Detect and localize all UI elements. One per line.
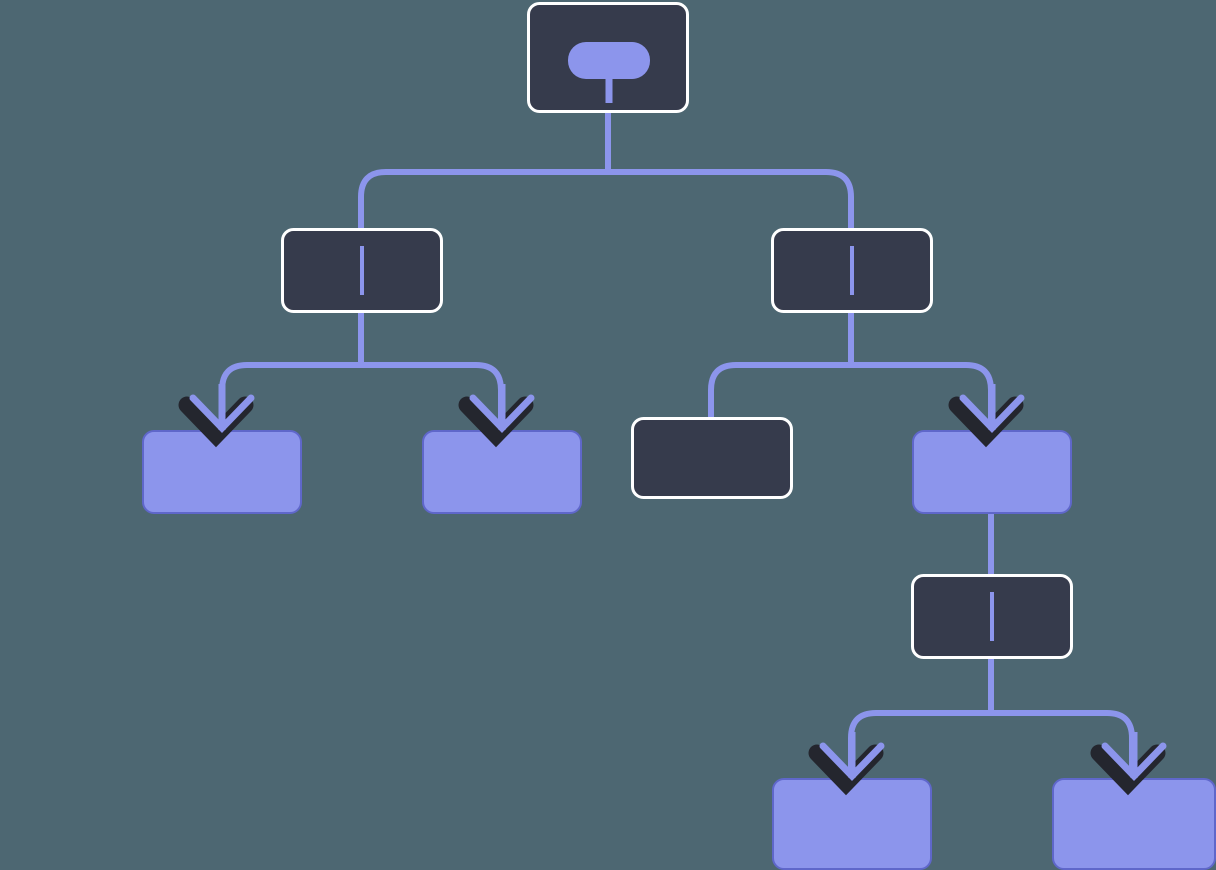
connector-bus-row1 xyxy=(358,169,854,228)
connector-bus-row2-left xyxy=(219,362,504,432)
node-body-purple[interactable] xyxy=(142,430,302,514)
arrow-leaf-3 xyxy=(948,384,1025,448)
node-leaf-2[interactable] xyxy=(422,430,582,514)
node-leaf-1[interactable] xyxy=(142,430,302,514)
connector-bus-row3 xyxy=(848,710,1135,780)
arrow-leaf-2 xyxy=(458,384,535,448)
arrow-leaf-1 xyxy=(178,384,255,448)
arrow-leaf-5 xyxy=(1090,732,1167,796)
node-badge-pill xyxy=(568,42,650,79)
node-layer xyxy=(142,2,1216,870)
node-body-dark[interactable] xyxy=(631,417,793,499)
node-body-purple[interactable] xyxy=(422,430,582,514)
node-leaf-3[interactable] xyxy=(912,430,1072,514)
arrow-leaf-4 xyxy=(808,732,885,796)
arrow-layer xyxy=(178,384,1167,796)
node-root[interactable] xyxy=(527,2,689,113)
node-body-purple[interactable] xyxy=(1052,778,1216,870)
node-badge-stem xyxy=(605,77,613,103)
node-dark-leaf[interactable] xyxy=(631,417,793,499)
connector-layer-front xyxy=(360,246,994,641)
node-body-purple[interactable] xyxy=(912,430,1072,514)
connector-bus-row2-right xyxy=(708,362,994,432)
node-leaf-5[interactable] xyxy=(1052,778,1216,870)
node-leaf-4[interactable] xyxy=(772,778,932,870)
node-body-purple[interactable] xyxy=(772,778,932,870)
